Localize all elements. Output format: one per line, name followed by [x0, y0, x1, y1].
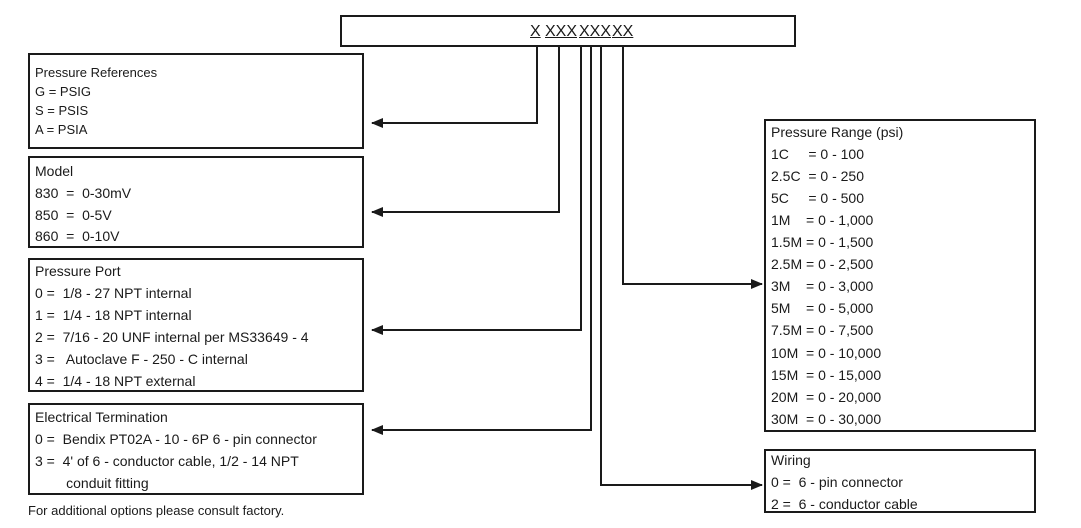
electrical-termination-title: Electrical Termination — [35, 409, 168, 425]
footnote: For additional options please consult fa… — [28, 503, 285, 518]
electrical-termination-item: conduit fitting — [35, 475, 149, 491]
code-segment-pressure-reference: X — [530, 23, 541, 40]
arrow-pressure-range — [622, 47, 763, 289]
pressure-range-item: 5M = 0 - 5,000 — [771, 300, 874, 316]
pressure-range-item: 5C = 0 - 500 — [771, 190, 864, 206]
arrow-model — [371, 47, 560, 217]
pressure-port-item: 3 = Autoclave F - 250 - C internal — [35, 351, 248, 367]
wiring-title: Wiring — [771, 452, 811, 468]
pressure-range-item: 1C = 0 - 100 — [771, 146, 864, 162]
electrical-termination-item: 3 = 4' of 6 - conductor cable, 1/2 - 14 … — [35, 453, 299, 469]
electrical-termination-box: Electrical Termination 0 = Bendix PT02A … — [28, 403, 364, 495]
arrow-pressure-references — [371, 47, 538, 128]
model-title: Model — [35, 163, 74, 179]
model-item: 850 = 0-5V — [35, 207, 112, 223]
wiring-box: Wiring 0 = 6 - pin connector 2 = 6 - con… — [764, 449, 1036, 513]
code-segment-pressure-range: XX — [612, 23, 634, 40]
pressure-range-title: Pressure Range (psi) — [771, 124, 904, 140]
pressure-range-item: 3M = 0 - 3,000 — [771, 278, 874, 294]
pressure-range-box: Pressure Range (psi) 1C = 0 - 100 2.5C =… — [764, 119, 1036, 432]
model-box: Model 830 = 0-30mV 850 = 0-5V 860 = 0-10… — [28, 156, 364, 248]
pressure-range-item: 1.5M = 0 - 1,500 — [771, 234, 874, 250]
model-item: 860 = 0-10V — [35, 228, 120, 244]
wiring-item: 2 = 6 - conductor cable — [771, 496, 918, 512]
pressure-port-item: 0 = 1/8 - 27 NPT internal — [35, 285, 192, 301]
pressure-range-item: 1M = 0 - 1,000 — [771, 212, 874, 228]
pressure-range-item: 15M = 0 - 15,000 — [771, 367, 882, 383]
pressure-range-item: 2.5M = 0 - 2,500 — [771, 256, 874, 272]
pressure-range-item: 7.5M = 0 - 7,500 — [771, 322, 874, 338]
part-number-code-box: X XXX XXX XX — [340, 15, 796, 47]
pressure-port-box: Pressure Port 0 = 1/8 - 27 NPT internal … — [28, 258, 364, 392]
wiring-item: 0 = 6 - pin connector — [771, 474, 903, 490]
pressure-port-item: 2 = 7/16 - 20 UNF internal per MS33649 -… — [35, 329, 309, 345]
code-segment-port-termination-wiring: XXX — [579, 23, 612, 40]
model-item: 830 = 0-30mV — [35, 185, 132, 201]
pressure-reference-item: G = PSIG — [35, 84, 91, 99]
pressure-range-item: 20M = 0 - 20,000 — [771, 389, 882, 405]
pressure-reference-item: S = PSIS — [35, 103, 89, 118]
pressure-range-item: 30M = 0 - 30,000 — [771, 411, 882, 427]
arrow-electrical-termination — [371, 47, 592, 435]
arrow-wiring — [600, 47, 763, 490]
pressure-reference-item: A = PSIA — [35, 122, 88, 137]
code-segment-model: XXX — [545, 23, 578, 40]
pressure-range-item: 10M = 0 - 10,000 — [771, 345, 882, 361]
pressure-references-box: Pressure References G = PSIG S = PSIS A … — [28, 53, 364, 149]
pressure-port-item: 4 = 1/4 - 18 NPT external — [35, 373, 196, 389]
arrow-pressure-port — [371, 47, 582, 335]
electrical-termination-item: 0 = Bendix PT02A - 10 - 6P 6 - pin conne… — [35, 431, 317, 447]
pressure-range-item: 2.5C = 0 - 250 — [771, 168, 865, 184]
pressure-port-title: Pressure Port — [35, 263, 121, 279]
pressure-references-title: Pressure References — [35, 65, 158, 80]
pressure-port-item: 1 = 1/4 - 18 NPT internal — [35, 307, 192, 323]
